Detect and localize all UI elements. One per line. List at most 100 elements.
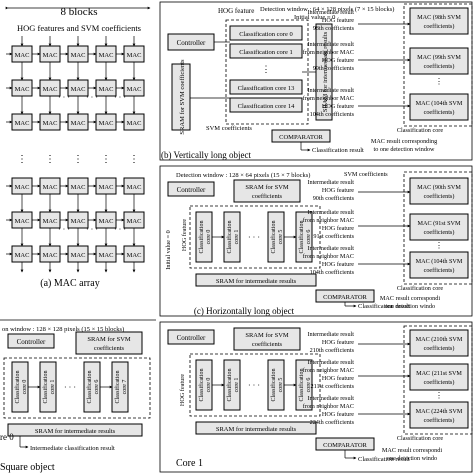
svg-text:⋮: ⋮ xyxy=(45,154,55,165)
svg-text:MAC result correspondi: MAC result correspondi xyxy=(380,295,440,302)
svg-text:Controller: Controller xyxy=(177,39,206,47)
svg-text:Intermediate result: Intermediate result xyxy=(307,245,354,252)
svg-text:core 0: core 0 xyxy=(206,230,212,245)
svg-text:MAC (104th SVM: MAC (104th SVM xyxy=(416,258,463,265)
svg-text:core 1: core 1 xyxy=(50,380,56,395)
svg-text:90th coefficients: 90th coefficients xyxy=(313,195,355,202)
svg-text:Classification core 0: Classification core 0 xyxy=(239,31,292,38)
controller-d xyxy=(7,333,55,349)
core-0-fragment: re 0 xyxy=(0,432,14,442)
mac-cell-label: MAC xyxy=(43,218,58,225)
svg-text:· · ·: · · · xyxy=(248,381,260,390)
svg-text:HOG feature: HOG feature xyxy=(322,375,354,382)
svg-text:to one detection window: to one detection window xyxy=(373,146,435,153)
svg-text:SRAM for SVM: SRAM for SVM xyxy=(245,332,289,339)
controller-e xyxy=(167,329,215,345)
svg-text:HOG feature: HOG feature xyxy=(322,411,354,418)
mac-cell-label: MAC xyxy=(43,252,58,259)
sram-intermediate-e xyxy=(195,421,317,435)
panel-c-caption: (c) Horizontally long object xyxy=(194,306,295,316)
svg-text:98th coefficients: 98th coefficients xyxy=(313,25,355,32)
svg-text:Intermediate result: Intermediate result xyxy=(307,179,354,186)
svg-text:Classification: Classification xyxy=(298,369,305,402)
svg-text:91st coefficients: 91st coefficients xyxy=(313,233,354,240)
svg-text:coefficients): coefficients) xyxy=(424,23,455,30)
svg-text:MAC (98th SVM: MAC (98th SVM xyxy=(417,14,461,21)
core-1-label: Core 1 xyxy=(176,458,203,469)
mac-cell-label: MAC xyxy=(99,86,114,93)
svg-text:core 0: core 0 xyxy=(206,378,212,393)
controller-c xyxy=(167,181,215,197)
svg-text:Classification: Classification xyxy=(198,369,205,402)
svg-text:HOG feature: HOG feature xyxy=(322,261,354,268)
mac-cell-label: MAC xyxy=(43,86,58,93)
svg-text:coefficients): coefficients) xyxy=(424,267,455,274)
svg-text:from neighbor MAC: from neighbor MAC xyxy=(303,253,354,260)
svg-text:core 1: core 1 xyxy=(234,230,240,245)
mac-cell-label: MAC xyxy=(99,218,114,225)
svg-text:MAC (211st SVM: MAC (211st SVM xyxy=(416,370,462,377)
mac-e-3 xyxy=(409,401,469,429)
svg-text:COMPARATOR: COMPARATOR xyxy=(323,442,367,449)
svg-text:coefficients): coefficients) xyxy=(424,345,455,352)
svm-coefficients-b: SVM coefficients xyxy=(206,125,252,132)
mac-b-1 xyxy=(409,7,469,35)
mac-cell-label: MAC xyxy=(43,184,58,191)
mac-cell-label: MAC xyxy=(71,218,86,225)
svg-text:Classification: Classification xyxy=(298,221,305,254)
svg-text:coefficients): coefficients) xyxy=(424,63,455,70)
svg-text:Classification: Classification xyxy=(270,369,277,402)
svg-text:211st coefficients: 211st coefficients xyxy=(311,383,355,390)
svg-text:from neighbor MAC: from neighbor MAC xyxy=(303,95,354,102)
sram-svm-e xyxy=(233,327,301,351)
svg-text:core 6: core 6 xyxy=(306,230,312,245)
svg-text:from neighbor MAC: from neighbor MAC xyxy=(303,367,354,374)
mac-cell-label: MAC xyxy=(71,184,86,191)
svg-text:Intermediate result: Intermediate result xyxy=(307,87,354,94)
svg-text:Classification: Classification xyxy=(42,371,49,404)
svg-text:HOG feature: HOG feature xyxy=(322,57,354,64)
svg-text:Intermediate result: Intermediate result xyxy=(307,331,354,338)
svg-text:Classification result: Classification result xyxy=(358,303,410,310)
panel-a-mac-array: 8 blocks HOG features and SVM coefficien… xyxy=(5,6,151,289)
svg-text:MAC (90th SVM: MAC (90th SVM xyxy=(417,184,461,191)
mac-cell-label: MAC xyxy=(71,120,86,127)
svg-text:Classification: Classification xyxy=(14,371,21,404)
svg-text:HOG feature: HOG feature xyxy=(322,103,354,110)
svg-text:104th coefficients: 104th coefficients xyxy=(310,269,355,276)
svg-text:coefficients): coefficients) xyxy=(424,417,455,424)
svg-text:Classification core: Classification core xyxy=(397,285,443,292)
svg-text:HOG feature: HOG feature xyxy=(322,17,354,24)
mac-cell-label: MAC xyxy=(43,120,58,127)
mac-b-3 xyxy=(409,93,469,121)
svg-text:HOG feature: HOG feature xyxy=(181,219,188,251)
svg-text:MAC result correspondi: MAC result correspondi xyxy=(382,447,442,454)
svg-text:from neighbor MAC: from neighbor MAC xyxy=(303,217,354,224)
svg-text:core 7: core 7 xyxy=(122,380,128,395)
svg-text:core 5: core 5 xyxy=(278,230,284,245)
svg-text:· · ·: · · · xyxy=(86,93,98,102)
e-core-3 xyxy=(295,359,313,411)
svg-text:⋮: ⋮ xyxy=(435,391,443,400)
svg-text:⋮: ⋮ xyxy=(129,154,139,165)
svg-text:Classification: Classification xyxy=(270,221,277,254)
mac-b-2 xyxy=(409,47,469,75)
svg-text:coefficients: coefficients xyxy=(94,345,125,352)
panel-d-square: on window : 128 × 128 pixels (15 × 15 bl… xyxy=(0,319,156,473)
svg-text:· · ·: · · · xyxy=(58,225,70,234)
panel-d-caption: Square object xyxy=(0,462,55,473)
svg-text:Classification core: Classification core xyxy=(397,127,443,134)
svg-text:MAC (99th SVM: MAC (99th SVM xyxy=(417,54,461,61)
c-core-1 xyxy=(223,211,241,263)
svg-text:MAC (104th SVM: MAC (104th SVM xyxy=(416,100,463,107)
mac-cell-label: MAC xyxy=(71,52,86,59)
d-core-1 xyxy=(39,361,57,413)
svg-text:· · ·: · · · xyxy=(86,225,98,234)
svg-text:coefficients: coefficients xyxy=(252,341,283,348)
svg-text:Controller: Controller xyxy=(177,334,206,342)
mac-cell-label: MAC xyxy=(71,252,86,259)
mac-cell xyxy=(123,113,145,131)
